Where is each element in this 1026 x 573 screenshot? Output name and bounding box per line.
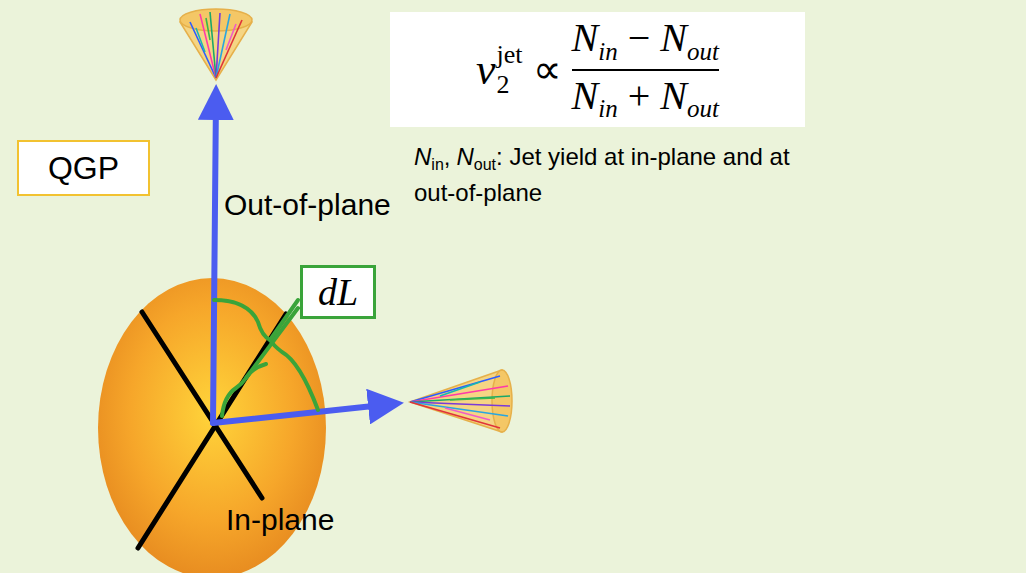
axis-label-text: Out-of-plane bbox=[224, 188, 391, 221]
separator: , bbox=[444, 143, 451, 170]
qgp-box: QGP bbox=[17, 140, 150, 196]
symbol: N bbox=[414, 143, 431, 170]
math-subscript: in bbox=[598, 95, 617, 122]
math-subscript: in bbox=[598, 38, 617, 65]
subscripted-symbol: Nout bbox=[660, 74, 719, 123]
subscripted-symbol: Nout bbox=[660, 16, 719, 65]
jet-cone-right bbox=[410, 370, 512, 432]
subscripted-symbol: Nin bbox=[572, 16, 618, 65]
math-symbol: v bbox=[476, 44, 496, 95]
symbol: N bbox=[456, 143, 473, 170]
fraction: Nin−NoutNin+Nout bbox=[572, 16, 719, 123]
subscript: in bbox=[431, 156, 443, 173]
math-subscript: out bbox=[687, 38, 719, 65]
axis-label: Out-of-plane bbox=[224, 188, 391, 222]
math-operator: ∝ bbox=[533, 46, 562, 93]
math-symbol: N bbox=[572, 15, 599, 60]
math-subscript: out bbox=[687, 95, 719, 122]
jet-cone-top bbox=[180, 9, 252, 80]
denominator: Nin+Nout bbox=[572, 74, 719, 123]
math-operator: − bbox=[628, 16, 651, 60]
math-superscript: jet bbox=[497, 42, 523, 68]
axis-label-text: In-plane bbox=[226, 503, 334, 536]
numerator: Nin−Nout bbox=[572, 16, 719, 65]
subscript: out bbox=[474, 156, 496, 173]
math-subscript: 2 bbox=[497, 72, 523, 98]
jet-direction-arrows bbox=[213, 96, 392, 423]
script-stack: jet 2 bbox=[497, 42, 523, 98]
math-operator: + bbox=[628, 74, 651, 118]
math-symbol: N bbox=[660, 15, 687, 60]
definition-note: Nin,Nout: Jet yield at in-plane and at o… bbox=[414, 140, 804, 210]
subscripted-symbol: Nin bbox=[572, 74, 618, 123]
node-label: QGP bbox=[48, 150, 119, 187]
formula-row: vjet2∝Nin−NoutNin+Nout bbox=[476, 16, 719, 123]
math-symbol: N bbox=[572, 73, 599, 118]
math-symbol: N bbox=[660, 73, 687, 118]
fraction-bar bbox=[572, 69, 719, 71]
dl-box: dL bbox=[300, 265, 376, 319]
axis-label: In-plane bbox=[226, 503, 334, 537]
node-label: dL bbox=[318, 270, 358, 314]
formula-box: vjet2∝Nin−NoutNin+Nout bbox=[390, 12, 805, 127]
v2-symbol: vjet 2 bbox=[476, 42, 523, 98]
